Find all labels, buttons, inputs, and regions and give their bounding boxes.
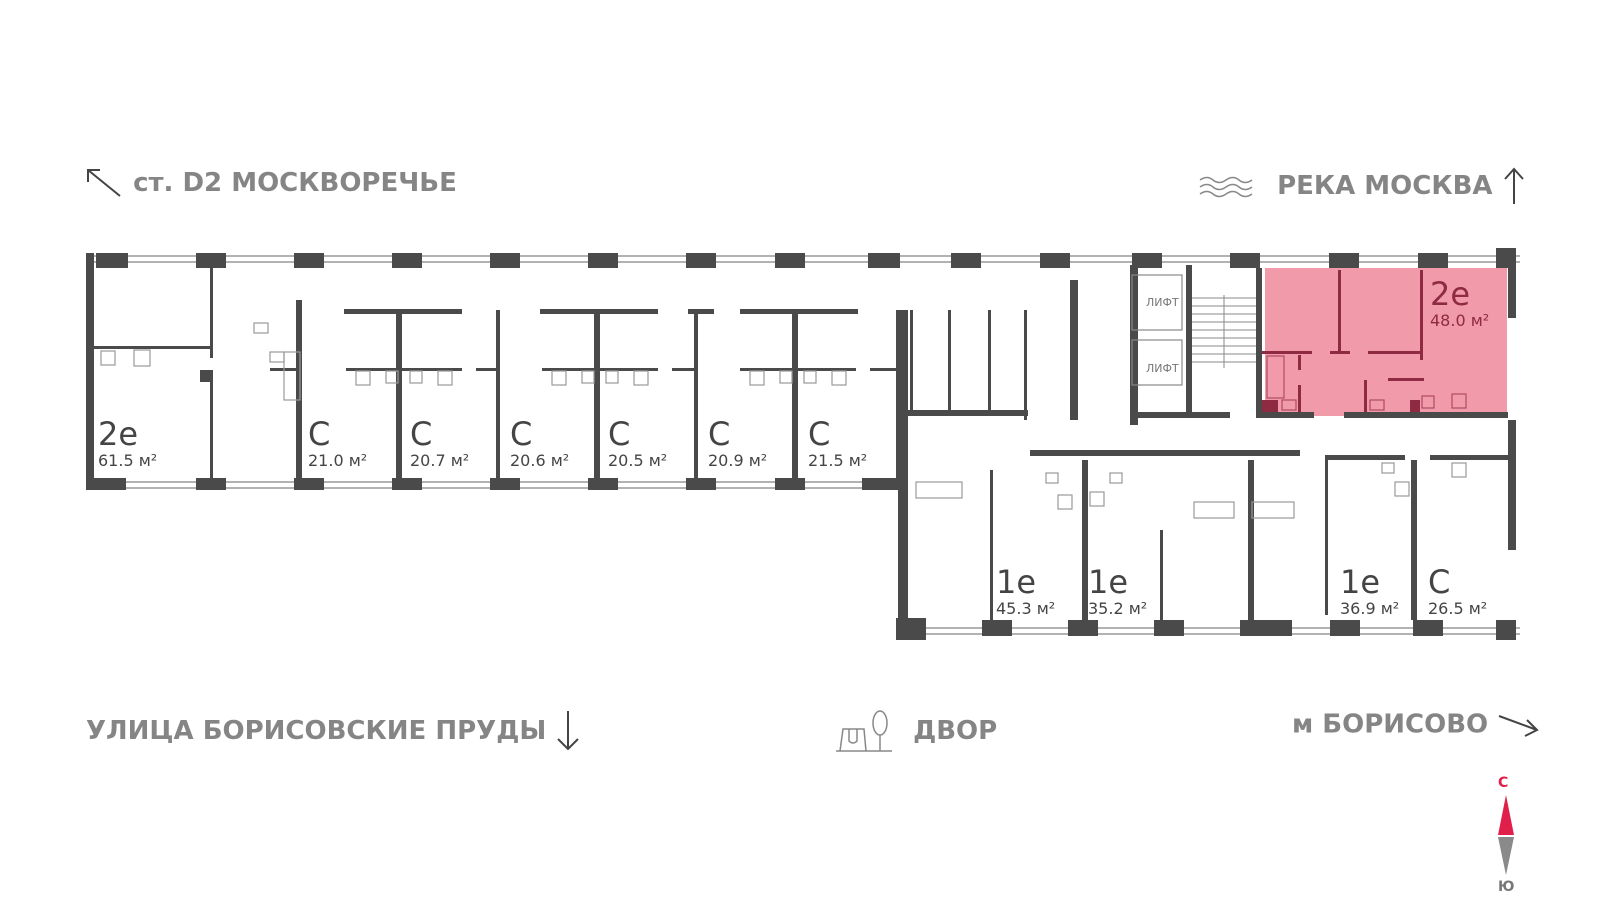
arrow-down-right-icon: [1498, 714, 1539, 737]
apartment-type: С: [608, 415, 631, 453]
apartment-area: 61.5 м²: [98, 451, 158, 470]
apartment-label[interactable]: С 26.5 м²: [1428, 566, 1487, 618]
apartment-type: 1е: [996, 563, 1037, 601]
apartment-area: 21.5 м²: [808, 451, 868, 470]
apartment-area: 20.6 м²: [510, 451, 570, 470]
apartment-type: С: [808, 415, 831, 453]
apartment-type: 1е: [1088, 563, 1129, 601]
apartment-area: 36.9 м²: [1340, 599, 1400, 618]
direction-borisovskie-prudy: УЛИЦА БОРИСОВСКИЕ ПРУДЫ: [86, 709, 581, 753]
compass-needle-icon: [1498, 795, 1514, 875]
arrow-up-icon: [1503, 167, 1524, 204]
apartment-type: 1е: [1340, 563, 1381, 601]
apartment-area: 20.9 м²: [708, 451, 768, 470]
apartment-label[interactable]: 1е 36.9 м²: [1340, 566, 1399, 618]
direction-label: ст. D2 МОСКВОРЕЧЬЕ: [133, 168, 457, 198]
apartment-label-selected[interactable]: 2е 48.0 м²: [1430, 278, 1489, 330]
apartment-highlight[interactable]: [1265, 268, 1507, 416]
apartment-label[interactable]: 1е 45.3 м²: [996, 566, 1055, 618]
apartment-type: С: [510, 415, 533, 453]
arrow-up-left-icon: [87, 169, 121, 197]
apartment-label[interactable]: С 21.5 м²: [808, 418, 867, 470]
compass-north-label: С: [1498, 775, 1509, 791]
apartment-area: 48.0 м²: [1430, 311, 1490, 330]
lift-label-2: ЛИФТ: [1146, 362, 1179, 375]
selected-apartment-walls: [1262, 270, 1424, 412]
apartment-label[interactable]: С 21.0 м²: [308, 418, 367, 470]
apartment-type: С: [308, 415, 331, 453]
apartment-area: 20.5 м²: [608, 451, 668, 470]
river-waves-icon: [1199, 176, 1253, 198]
apartment-area: 20.7 м²: [410, 451, 470, 470]
apartment-label[interactable]: С 20.7 м²: [410, 418, 469, 470]
apartment-label[interactable]: 2е 61.5 м²: [98, 418, 157, 470]
apartment-area: 26.5 м²: [1428, 599, 1488, 618]
apartment-type: С: [708, 415, 731, 453]
apartment-label[interactable]: С 20.6 м²: [510, 418, 569, 470]
direction-courtyard: ДВОР: [834, 709, 997, 753]
apartment-label[interactable]: 1е 35.2 м²: [1088, 566, 1147, 618]
fixtures: [100, 274, 1467, 519]
direction-river: РЕКА МОСКВА: [1198, 166, 1526, 206]
apartment-type: 2е: [1430, 275, 1471, 313]
arrow-down-icon: [557, 711, 580, 751]
stairs: [1192, 295, 1256, 368]
direction-moskvorechye: ст. D2 МОСКВОРЕЧЬЕ: [84, 166, 457, 200]
apartment-area: 35.2 м²: [1088, 599, 1148, 618]
apartment-label[interactable]: С 20.5 м²: [608, 418, 667, 470]
apartment-type: С: [410, 415, 433, 453]
courtyard-playground-icon: [836, 710, 892, 752]
compass-south-label: Ю: [1498, 879, 1515, 895]
direction-borisovo: м БОРИСОВО: [1292, 709, 1541, 740]
direction-label: УЛИЦА БОРИСОВСКИЕ ПРУДЫ: [86, 716, 547, 746]
compass: С Ю: [1490, 775, 1530, 905]
apartment-label[interactable]: С 20.9 м²: [708, 418, 767, 470]
direction-label: м БОРИСОВО: [1292, 709, 1489, 740]
direction-label: РЕКА МОСКВА: [1277, 171, 1493, 201]
direction-label: ДВОР: [913, 716, 998, 746]
selected-apartment-fixtures: [1266, 355, 1467, 411]
lift-label-1: ЛИФТ: [1146, 296, 1179, 309]
apartment-area: 45.3 м²: [996, 599, 1056, 618]
walls: [86, 248, 1516, 640]
apartment-type: С: [1428, 563, 1451, 601]
apartment-area: 21.0 м²: [308, 451, 368, 470]
apartment-type: 2е: [98, 415, 139, 453]
